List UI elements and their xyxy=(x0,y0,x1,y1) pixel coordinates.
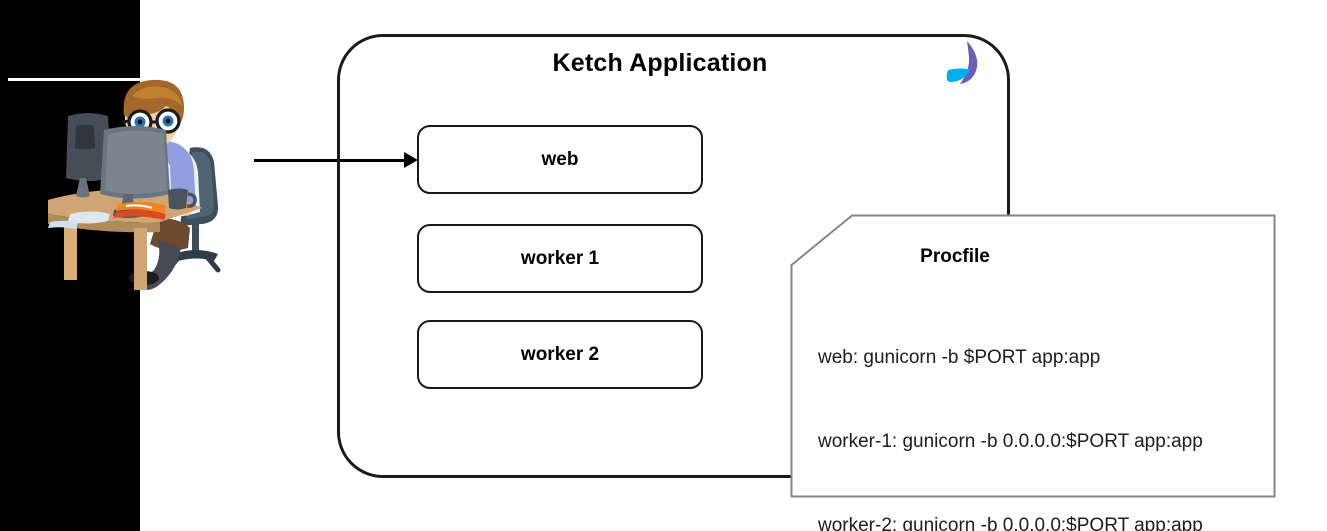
developer-to-web-arrow-line xyxy=(254,159,412,162)
procfile-title: Procfile xyxy=(920,246,990,267)
process-label: web xyxy=(541,148,579,170)
procfile-line: worker-2: gunicorn -b 0.0.0.0:$PORT app:… xyxy=(818,515,1203,531)
developer-to-web-arrow-head xyxy=(404,152,418,168)
ketch-sail-logo xyxy=(940,39,992,87)
process-label: worker 1 xyxy=(520,247,600,269)
procfile-line: worker-1: gunicorn -b 0.0.0.0:$PORT app:… xyxy=(818,431,1203,452)
procfile-note: Procfile web: gunicorn -b $PORT app:app … xyxy=(790,214,1276,531)
procfile-line: web: gunicorn -b $PORT app:app xyxy=(818,347,1101,368)
procfile-content: web: gunicorn -b $PORT app:app worker-1:… xyxy=(818,288,1203,531)
process-box-worker-1[interactable]: worker 1 xyxy=(417,224,703,293)
process-label: worker 2 xyxy=(520,343,600,365)
process-box-worker-2[interactable]: worker 2 xyxy=(417,320,703,389)
process-box-web[interactable]: web xyxy=(417,125,703,194)
ketch-application-title: Ketch Application xyxy=(552,49,768,77)
developer-at-desk-illustration xyxy=(40,72,260,292)
white-divider-rule xyxy=(8,78,140,81)
